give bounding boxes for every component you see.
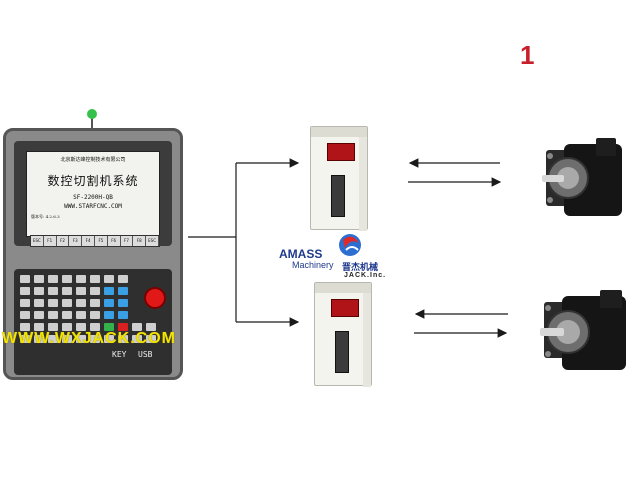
jack-logo-icon: [339, 234, 361, 256]
cnc-controller: 北京斯达峰控制技术有限公司 数控切割机系统 SF-2200H-QB WWW.ST…: [3, 128, 183, 380]
keypad-key[interactable]: [62, 299, 72, 307]
keypad-key[interactable]: [104, 275, 114, 283]
drive-connector: [335, 331, 349, 373]
softkey[interactable]: F7: [121, 236, 134, 246]
keypad-key[interactable]: [104, 299, 114, 307]
keypad-key[interactable]: [34, 287, 44, 295]
version-text: 版本号: 4.2.6.3: [31, 214, 60, 219]
keypad-key[interactable]: [104, 311, 114, 319]
keypad-key[interactable]: [132, 323, 142, 331]
website-text: WWW.STARFCNC.COM: [64, 203, 122, 210]
keypad-key[interactable]: [104, 287, 114, 295]
keypad-key[interactable]: [90, 335, 100, 343]
keypad-key[interactable]: [48, 323, 58, 331]
logo-subtitle: Machinery: [292, 260, 334, 270]
drive-connector: [331, 175, 345, 217]
servo-motor-top-icon: [542, 138, 622, 216]
model-number: SF-2200H-QB: [73, 194, 113, 201]
keypad-key[interactable]: [76, 335, 86, 343]
company-name: 北京斯达峰控制技术有限公司: [60, 157, 126, 163]
keypad-key[interactable]: [62, 311, 72, 319]
watermark-text: WWW.WXJACK.COM: [2, 330, 176, 347]
page-number: 1: [520, 40, 535, 70]
keypad-key[interactable]: [34, 323, 44, 331]
keypad-key[interactable]: [90, 311, 100, 319]
softkey[interactable]: ESC: [146, 236, 159, 246]
softkey[interactable]: F4: [82, 236, 95, 246]
emergency-stop-button[interactable]: [144, 287, 166, 309]
keypad-key[interactable]: [34, 299, 44, 307]
keypad-key[interactable]: [48, 287, 58, 295]
keypad-key[interactable]: [48, 311, 58, 319]
keypad-key[interactable]: [90, 287, 100, 295]
servo-motor-bottom-icon: [540, 290, 626, 370]
keypad-key[interactable]: [34, 335, 44, 343]
keypad-key[interactable]: [20, 311, 30, 319]
logo-jack: JACK.Inc.: [344, 272, 387, 279]
softkey[interactable]: ESC: [31, 236, 44, 246]
keypad-key[interactable]: [48, 335, 58, 343]
keypad-key[interactable]: [20, 287, 30, 295]
keypad-key[interactable]: [34, 275, 44, 283]
keypad-key[interactable]: [104, 323, 114, 331]
controller-screen: 北京斯达峰控制技术有限公司 数控切割机系统 SF-2200H-QB WWW.ST…: [26, 151, 160, 237]
logo-chinese: 晋杰机械: [342, 263, 379, 273]
system-name: 数控切割机系统: [47, 174, 139, 188]
drive-display: [327, 143, 355, 161]
keypad-key[interactable]: [76, 299, 86, 307]
keypad-key[interactable]: [90, 299, 100, 307]
drive-display: [331, 299, 359, 317]
softkey[interactable]: F3: [69, 236, 83, 246]
keypad-key[interactable]: [76, 287, 86, 295]
servo-drive-bottom: [314, 282, 372, 387]
keypad-key[interactable]: [132, 335, 142, 343]
keypad-key[interactable]: [90, 323, 100, 331]
keypad-key[interactable]: [34, 311, 44, 319]
softkey[interactable]: F2: [57, 236, 70, 246]
softkey[interactable]: F5: [95, 236, 108, 246]
keypad-key[interactable]: [48, 299, 58, 307]
keypad-key[interactable]: [20, 335, 30, 343]
status-led: [87, 109, 97, 119]
keypad-key[interactable]: [146, 323, 156, 331]
keypad-key[interactable]: [76, 323, 86, 331]
controller-keypad: [14, 269, 172, 375]
key-switch-label: KEY: [112, 350, 127, 359]
keypad-key[interactable]: [76, 275, 86, 283]
usb-port-label: USB: [138, 350, 153, 359]
softkey[interactable]: F1: [44, 236, 57, 246]
keypad-key[interactable]: [118, 335, 128, 343]
keypad-key[interactable]: [90, 275, 100, 283]
softkey[interactable]: F8: [133, 236, 147, 246]
keypad-key[interactable]: [76, 311, 86, 319]
servo-drive-top: [310, 126, 368, 231]
keypad-key[interactable]: [118, 287, 128, 295]
keypad-key[interactable]: [146, 335, 156, 343]
keypad-key[interactable]: [20, 323, 30, 331]
keypad-key[interactable]: [48, 275, 58, 283]
softkey[interactable]: F6: [108, 236, 121, 246]
keypad-key[interactable]: [62, 287, 72, 295]
logo-brand: AMASS: [279, 247, 323, 261]
keypad-key[interactable]: [104, 335, 114, 343]
keypad-key[interactable]: [62, 323, 72, 331]
keypad-key[interactable]: [20, 299, 30, 307]
softkey-bar: ESC F1 F2 F3 F4 F5 F6 F7 F8 ESC: [30, 235, 160, 247]
keypad-key[interactable]: [118, 323, 128, 331]
keypad-key[interactable]: [20, 275, 30, 283]
keypad-key[interactable]: [118, 311, 128, 319]
keypad-key[interactable]: [118, 275, 128, 283]
keypad-key[interactable]: [62, 335, 72, 343]
keypad-key[interactable]: [118, 299, 128, 307]
keypad-key[interactable]: [62, 275, 72, 283]
